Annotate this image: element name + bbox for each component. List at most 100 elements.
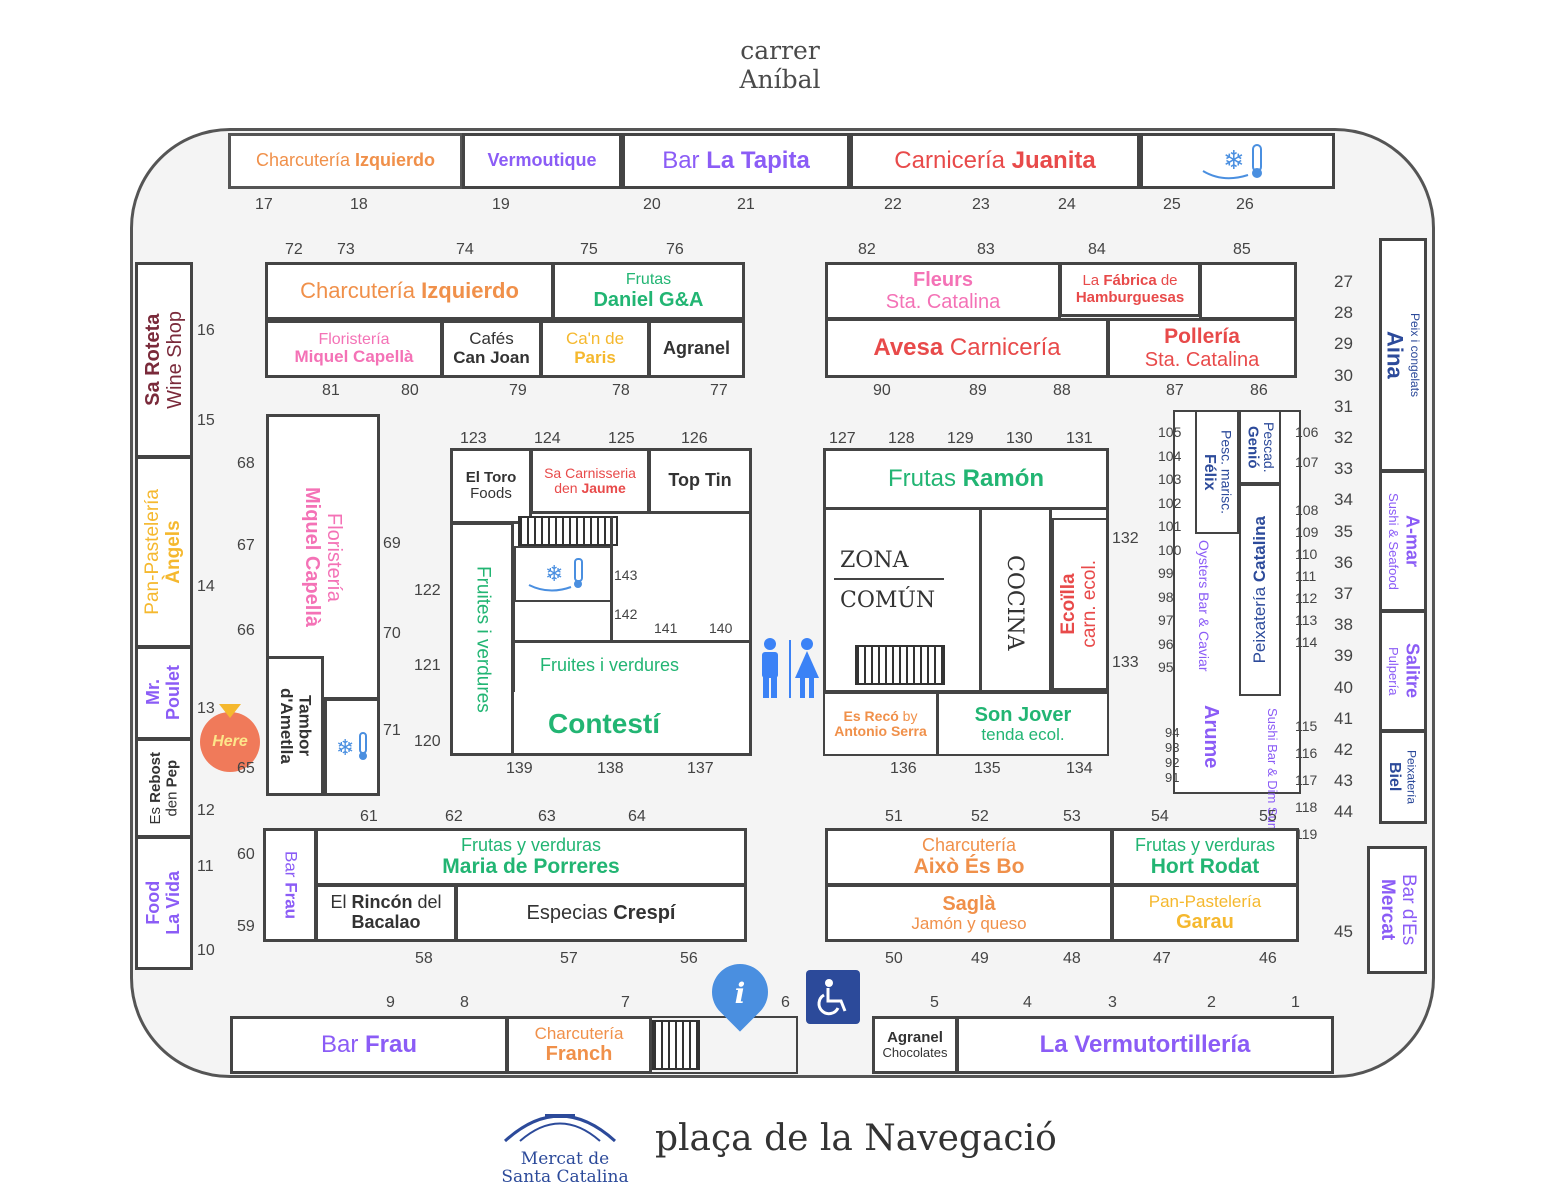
stall-la-vermutortilleria[interactable]: La Vermutortillería xyxy=(956,1016,1334,1074)
stall-agranel[interactable]: Agranel xyxy=(648,320,745,378)
stall-label: Sta. Catalina xyxy=(885,291,1001,313)
stall-name: Mercat xyxy=(1377,879,1398,941)
stall-number: 88 xyxy=(1053,382,1071,399)
stall-bar-la-tapita[interactable]: Bar La Tapita xyxy=(622,133,850,189)
stall-number: 24 xyxy=(1058,196,1076,213)
stall-hort-rodat[interactable]: Frutas y verduras Hort Rodat xyxy=(1111,828,1299,886)
stall-label: del xyxy=(412,892,442,913)
wheelchair-icon[interactable] xyxy=(806,970,860,1024)
stall-cafes-can-joan[interactable]: Cafés Can Joan xyxy=(441,320,542,378)
stall-frutas-ramon[interactable]: Frutas Ramón xyxy=(823,448,1109,510)
stall-floristeria-miquel[interactable]: Floristería Miquel Capellà xyxy=(265,320,443,378)
stall-son-jover[interactable]: Son Jover tenda ecol. xyxy=(937,692,1109,756)
stall-number: 100 xyxy=(1158,541,1182,558)
street-top: carrer Aníbal xyxy=(700,36,860,94)
stall-number: 68 xyxy=(237,455,255,472)
stall-cold-storage[interactable]: ❄ xyxy=(1140,133,1335,189)
stall-charcuteria-franch[interactable]: Charcutería Franch xyxy=(506,1016,652,1074)
stall-aixo-es-bo[interactable]: Charcutería Això És Bo xyxy=(825,828,1113,886)
stall-cold-143[interactable]: ❄ xyxy=(514,546,612,602)
stall-name: Aina xyxy=(1382,331,1408,379)
stall-charcuteria-izquierdo[interactable]: Charcutería Izquierdo xyxy=(265,262,554,320)
stall-label: Peixatería xyxy=(1249,582,1269,664)
stall-sa-carnisseria[interactable]: Sa Carnisseria den Jaume xyxy=(530,448,650,514)
stall-oysters[interactable]: Oysters Bar & Caviar xyxy=(1196,540,1212,676)
stall-cold-71[interactable]: ❄ xyxy=(324,698,380,796)
stall-maria-de-porreres[interactable]: Frutas y verduras Maria de Porreres xyxy=(315,828,747,886)
stall-garau[interactable]: Pan-Pastelería Garau xyxy=(1111,884,1299,942)
stall-bar-frau[interactable]: Bar Frau xyxy=(230,1016,508,1074)
stall-arume[interactable]: Arume xyxy=(1199,705,1222,773)
stall-felix[interactable]: Pesc. marisc.Félix xyxy=(1195,410,1239,534)
stall-number: 43 xyxy=(1334,771,1353,791)
stall-number: 26 xyxy=(1236,196,1254,213)
stall-fruites-vertical[interactable]: Fruites i verdures xyxy=(450,522,514,756)
stall-empty-85[interactable] xyxy=(1199,262,1297,320)
stall-label: Sushi & Seafood xyxy=(1385,492,1401,590)
stall-name: Izquierdo xyxy=(355,150,436,171)
stall-sushi-dimsum[interactable]: Sushi Bar & Dim Sum xyxy=(1246,708,1280,839)
stall-fruites-horizontal-label[interactable]: Fruites i verdures xyxy=(540,655,680,675)
info-icon[interactable]: i xyxy=(734,976,746,1010)
stall-name: Pollería xyxy=(1164,325,1240,349)
stall-genio[interactable]: Pescad.Genió xyxy=(1239,410,1281,484)
stall-name: d'Ametlla xyxy=(277,688,296,764)
stall-especias-crespi[interactable]: Especias Crespí xyxy=(455,884,747,942)
stall-bar-frau-vertical[interactable]: Bar Frau xyxy=(263,828,317,942)
stall-number: 90 xyxy=(873,382,891,399)
stall-contesti[interactable]: Contestí xyxy=(548,708,660,739)
stall-number: 47 xyxy=(1153,950,1171,967)
stall-number: 66 xyxy=(237,622,255,639)
stall-name: Rincón xyxy=(351,892,413,913)
stall-el-toro[interactable]: El Toro Foods xyxy=(450,448,532,524)
stall-label: Bar xyxy=(320,1030,365,1058)
stall-name: Fleurs xyxy=(912,269,974,291)
stall-label: Wine Shop xyxy=(164,311,186,409)
stall-agranel-chocolates[interactable]: Agranel Chocolates xyxy=(872,1016,958,1074)
stall-el-rincon[interactable]: El Rincón del Bacalao xyxy=(315,884,457,942)
stall-sagla[interactable]: Saglà Jamón y queso xyxy=(825,884,1113,942)
stall-charcuteria-izquierdo-top[interactable]: Charcutería Izquierdo xyxy=(228,133,463,189)
stall-name: Fábrica xyxy=(1103,272,1157,289)
stall-label: El xyxy=(330,892,352,913)
stall-number: 51 xyxy=(885,808,903,825)
stall-number: 49 xyxy=(971,950,989,967)
stall-number: 137 xyxy=(687,760,714,777)
stall-label: La xyxy=(1082,272,1104,289)
stall-mr-poulet[interactable]: Mr.Poulet xyxy=(135,646,193,740)
toilet-icon[interactable] xyxy=(755,636,825,700)
stall-polleria[interactable]: Pollería Sta. Catalina xyxy=(1107,318,1297,378)
stall-la-fabrica[interactable]: La Fábrica de Hamburguesas xyxy=(1059,262,1201,317)
zona-comun-line1: ZONA xyxy=(840,548,909,573)
stall-label: Foods xyxy=(470,485,512,502)
stall-peixateria-catalina[interactable]: Peixatería Catalina xyxy=(1239,484,1281,696)
stall-avesa[interactable]: Avesa Carnicería xyxy=(825,318,1109,378)
stall-top-tin[interactable]: Top Tin xyxy=(648,448,752,514)
stall-vermoutique[interactable]: Vermoutique xyxy=(462,133,622,189)
stall-es-reco[interactable]: Es Recó by Antonio Serra xyxy=(823,692,938,756)
stall-carniceria-juanita[interactable]: Carnicería Juanita xyxy=(850,133,1140,189)
stall-number: 19 xyxy=(492,196,510,213)
stall-fleurs[interactable]: Fleurs Sta. Catalina xyxy=(825,262,1061,320)
stall-number: 118 xyxy=(1295,799,1318,815)
stall-can-de-paris[interactable]: Ca'n de Paris xyxy=(540,320,650,378)
stall-number: 56 xyxy=(680,950,698,967)
stall-number: 133 xyxy=(1112,654,1139,671)
divider xyxy=(834,578,944,580)
stall-number: 74 xyxy=(456,241,474,258)
stall-number: 121 xyxy=(414,657,441,674)
stall-frutas-daniel[interactable]: Frutas Daniel G&A xyxy=(552,262,745,320)
stall-label: Ca'n de xyxy=(565,329,625,349)
